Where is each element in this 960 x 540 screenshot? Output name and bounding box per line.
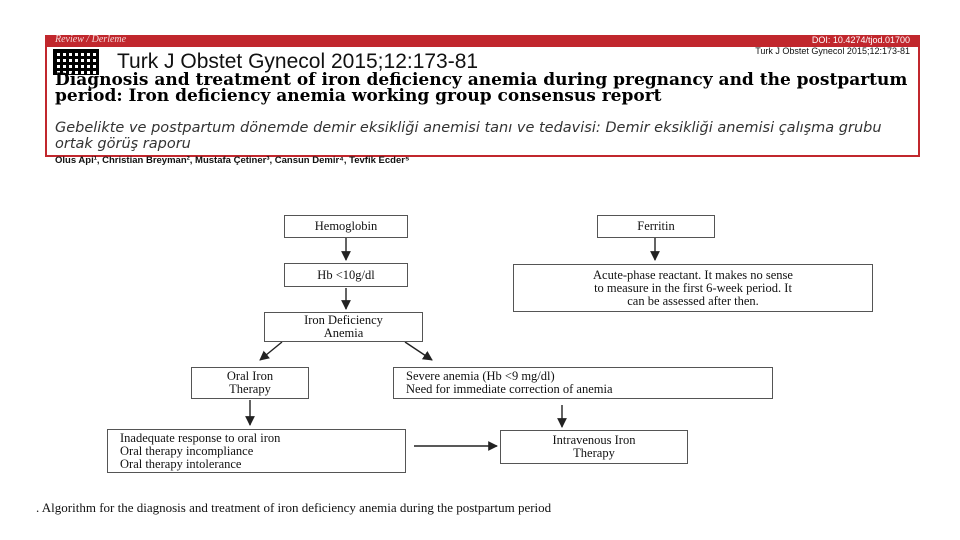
node-hemoglobin-label: Hemoglobin	[314, 219, 378, 233]
node-ida-line-2: Anemia	[323, 326, 364, 340]
node-oral-line-2: Therapy	[229, 382, 271, 396]
node-inadequate-line-1: Inadequate response to oral iron	[120, 430, 281, 445]
node-oral-iron-therapy: Oral Iron Therapy	[191, 367, 309, 399]
figure-caption: . Algorithm for the diagnosis and treatm…	[36, 500, 552, 515]
node-severe-line-1: Severe anemia (Hb <9 mg/dl)	[406, 369, 555, 383]
article-section: Review / Derleme	[55, 34, 127, 45]
node-intravenous-iron-therapy: Intravenous Iron Therapy	[500, 430, 688, 464]
node-iron-deficiency-anemia: Iron Deficiency Anemia	[264, 312, 423, 342]
node-oral-line-1: Oral Iron	[226, 369, 274, 383]
node-ferritin-note-line-3: can be assessed after then.	[627, 293, 759, 308]
node-severe-anemia: Severe anemia (Hb <9 mg/dl) Need for imm…	[393, 367, 773, 399]
node-ferritin-note-line-1: Acute-phase reactant. It makes no sense	[593, 267, 793, 282]
arrow-ida-to-oral	[259, 341, 283, 361]
node-ferritin-label: Ferritin	[637, 219, 675, 233]
node-hb-threshold: Hb <10g/dl	[284, 263, 408, 287]
journal-header: Review / Derleme DOI: 10.4274/tjod.01700…	[45, 34, 920, 166]
article-authors: Olus Api¹, Christian Breyman², Mustafa Ç…	[55, 155, 410, 166]
arrow-ida-to-severe	[404, 341, 433, 361]
node-severe-line-2: Need for immediate correction of anemia	[406, 382, 613, 396]
node-inadequate-line-3: Oral therapy intolerance	[120, 456, 242, 471]
node-ferritin: Ferritin	[597, 215, 715, 238]
article-title-english: Diagnosis and treatment of iron deficien…	[55, 70, 908, 106]
node-ferritin-note: Acute-phase reactant. It makes no sense …	[513, 264, 873, 312]
node-inadequate-line-2: Oral therapy incompliance	[120, 443, 254, 458]
node-hb-threshold-label: Hb <10g/dl	[317, 267, 375, 282]
article-title-turkish: Gebelikte ve postpartum dönemde demir ek…	[55, 120, 882, 152]
node-ferritin-note-line-2: to measure in the first 6-week period. I…	[594, 280, 792, 295]
qr-code-icon	[53, 49, 99, 75]
node-ida-line-1: Iron Deficiency	[304, 313, 383, 327]
node-iv-line-1: Intravenous Iron	[552, 433, 636, 447]
article-doi: DOI: 10.4274/tjod.01700	[811, 35, 910, 45]
journal-name: Turk J Obstet Gynecol 2015;12:173-81	[117, 50, 479, 73]
journal-header-bar: Review / Derleme DOI: 10.4274/tjod.01700	[47, 34, 918, 47]
node-iv-line-2: Therapy	[573, 446, 615, 460]
journal-citation: Turk J Obstet Gynecol 2015;12:173-81	[755, 46, 910, 56]
node-inadequate-response: Inadequate response to oral iron Oral th…	[107, 429, 406, 473]
node-hemoglobin: Hemoglobin	[284, 215, 408, 238]
